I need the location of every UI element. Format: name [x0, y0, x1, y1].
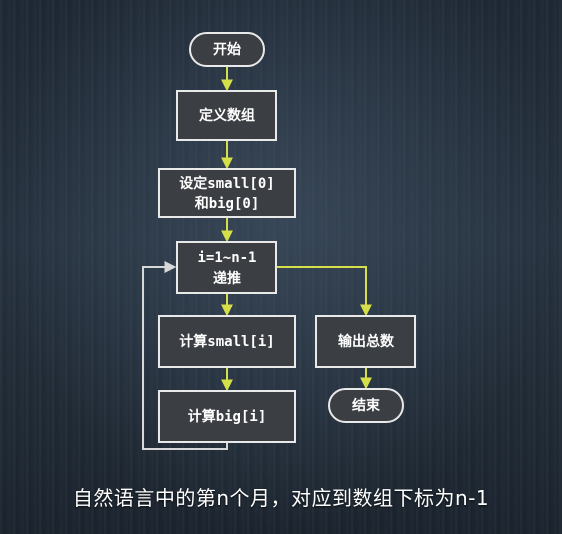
start-node	[189, 32, 265, 67]
define-array-label: 定义数组	[199, 107, 255, 124]
loop-label-line1: i=1~n-1	[197, 250, 256, 266]
define-array-node	[176, 90, 277, 141]
calc-big-label: 计算big[i]	[188, 408, 267, 425]
loop-label-line2: 递推	[213, 270, 241, 287]
output-total-label: 输出总数	[338, 333, 395, 350]
loop-node	[176, 241, 277, 294]
subtitle-caption: 自然语言中的第n个月，对应到数组下标为n-1	[72, 486, 490, 510]
output-total-node	[315, 315, 416, 368]
set-initial-label-line1: 设定small[0]	[179, 175, 274, 192]
edge-loop-to-output	[276, 266, 372, 317]
end-label: 结束	[352, 397, 381, 414]
edge-loop-back	[142, 261, 228, 450]
calc-small-node	[158, 315, 296, 368]
set-initial-label-line2: 和big[0]	[195, 196, 260, 212]
set-initial-node	[158, 168, 296, 218]
calc-big-node	[158, 390, 296, 443]
end-node	[328, 388, 404, 423]
start-label: 开始	[213, 41, 241, 58]
calc-small-label: 计算small[i]	[179, 333, 274, 350]
